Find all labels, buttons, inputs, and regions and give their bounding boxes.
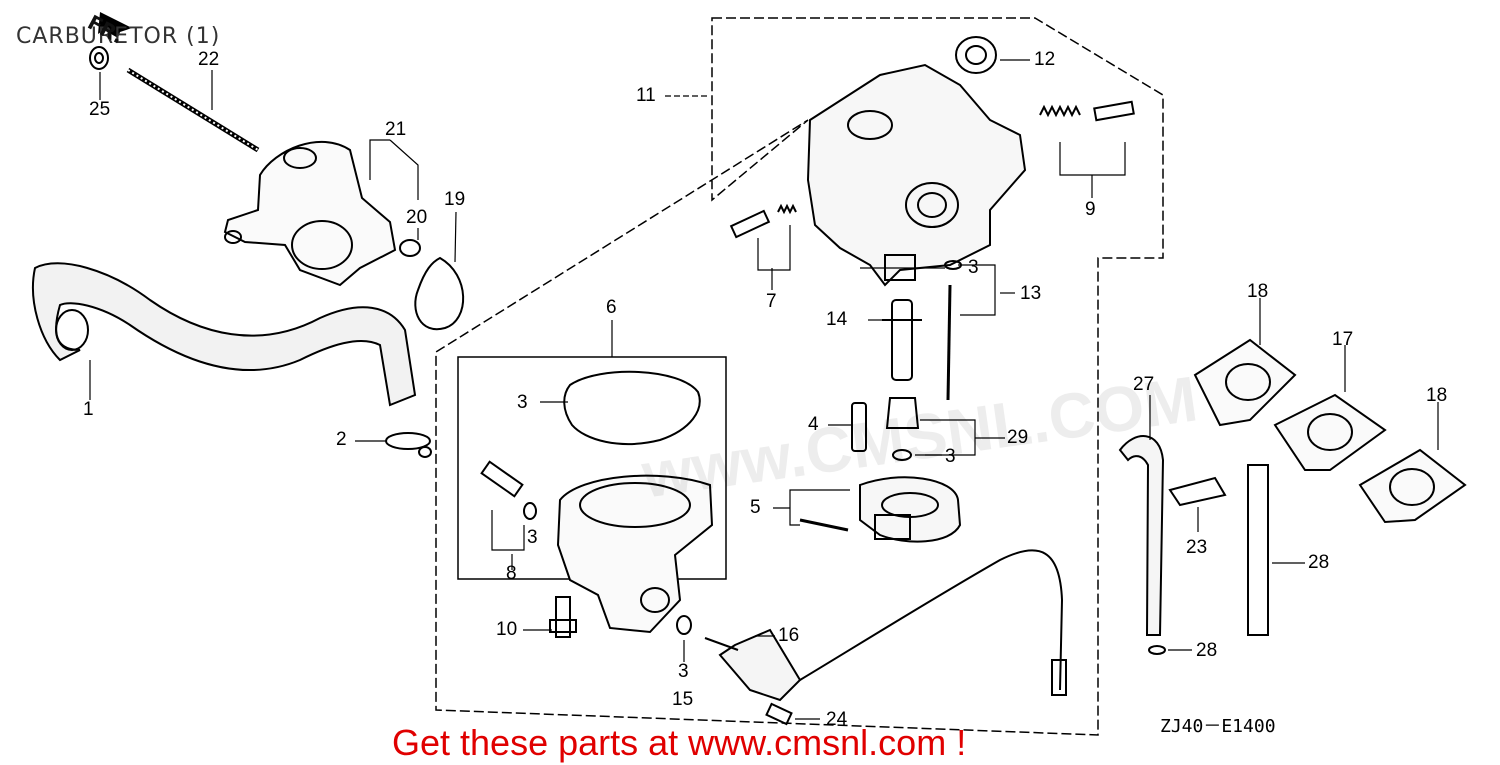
callout-21[interactable]: 21	[385, 119, 407, 140]
carburetor-body	[806, 63, 1027, 287]
gasket-18-upper	[1193, 338, 1297, 427]
callout-29[interactable]: 29	[1007, 427, 1029, 448]
callout-6[interactable]: 6	[606, 297, 617, 318]
float-pin	[799, 518, 849, 532]
washer-15	[676, 615, 692, 635]
callout-25[interactable]: 25	[89, 99, 111, 120]
pilot-screw	[729, 209, 771, 239]
nut-25	[89, 46, 109, 70]
drain-screw	[480, 460, 524, 498]
assembly-outline	[435, 17, 1164, 736]
callout-3-gasket[interactable]: 3	[517, 392, 528, 413]
screw-24	[765, 702, 793, 726]
collar-20	[399, 239, 421, 257]
insulator-17	[1273, 393, 1387, 471]
callout-19[interactable]: 19	[444, 189, 466, 210]
callout-3-solenoid[interactable]: 3	[678, 661, 689, 682]
callout-23[interactable]: 23	[1186, 537, 1208, 558]
seal-12	[955, 36, 997, 74]
fuel-cut-solenoid	[718, 628, 802, 702]
callout-17[interactable]: 17	[1332, 329, 1354, 350]
promo-link[interactable]: Get these parts at www.cmsnl.com !	[392, 722, 967, 763]
front-arrow-icon	[98, 12, 132, 38]
page-title: CARBURETOR (1)	[16, 24, 221, 49]
washer-29	[892, 449, 912, 461]
callout-15[interactable]: 15	[672, 689, 694, 710]
callout-8[interactable]: 8	[506, 563, 517, 584]
callout-18-upper[interactable]: 18	[1247, 281, 1269, 302]
o-ring-19	[414, 256, 465, 331]
float-chamber-gasket	[563, 370, 701, 446]
callout-22[interactable]: 22	[198, 49, 220, 70]
slow-jet	[851, 402, 867, 452]
callout-3-drain[interactable]: 3	[527, 527, 538, 548]
diagram-code: ZJ40－E1400	[1160, 716, 1276, 737]
callout-1[interactable]: 1	[83, 399, 94, 420]
tube-28	[1247, 464, 1269, 636]
drain-washer	[523, 502, 537, 520]
callout-13[interactable]: 13	[1020, 283, 1042, 304]
bolt-10	[555, 596, 571, 638]
callout-4[interactable]: 4	[808, 414, 819, 435]
callout-9[interactable]: 9	[1085, 199, 1096, 220]
fuel-hose-end	[55, 309, 89, 351]
callout-7[interactable]: 7	[766, 291, 777, 312]
main-jet	[885, 397, 920, 429]
needle-jet-holder	[891, 299, 913, 381]
float-chamber	[556, 474, 714, 634]
callout-18-lower[interactable]: 18	[1426, 385, 1448, 406]
clamp-28	[1148, 645, 1166, 655]
clip-23	[1168, 476, 1227, 507]
throttle-stop-screw	[1093, 100, 1135, 122]
jet-needle	[946, 284, 952, 401]
throttle-stop-spring	[1039, 104, 1081, 118]
callout-20[interactable]: 20	[406, 207, 428, 228]
callout-24[interactable]: 24	[826, 709, 848, 730]
solenoid-lead-wire	[799, 549, 1064, 691]
callout-12[interactable]: 12	[1034, 49, 1056, 70]
callout-27[interactable]: 27	[1133, 374, 1155, 395]
callout-16[interactable]: 16	[778, 625, 800, 646]
callout-11[interactable]: 11	[636, 85, 656, 106]
callout-28-tube[interactable]: 28	[1308, 552, 1330, 573]
callout-2[interactable]: 2	[336, 429, 347, 450]
vent-tube	[1118, 435, 1165, 636]
callout-10[interactable]: 10	[496, 619, 518, 640]
callout-3-needle[interactable]: 3	[968, 257, 979, 278]
callout-28-clamp[interactable]: 28	[1196, 640, 1218, 661]
callout-5[interactable]: 5	[750, 497, 761, 518]
callout-3-jet[interactable]: 3	[945, 446, 956, 467]
gasket-18-lower	[1358, 448, 1467, 524]
pilot-screw-spring	[777, 203, 797, 215]
callout-14[interactable]: 14	[826, 309, 848, 330]
